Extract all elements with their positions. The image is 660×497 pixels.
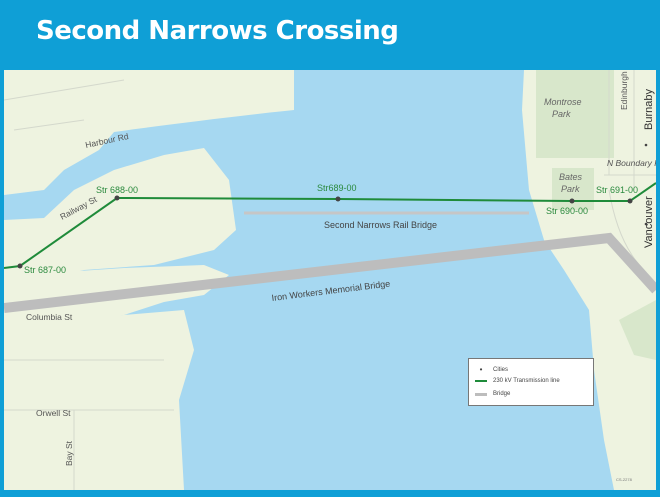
structure-label: Str 690-00 — [546, 206, 588, 216]
legend-cities: Cities — [493, 366, 509, 373]
structure-label: Str 691-00 — [596, 185, 638, 195]
header: Second Narrows Crossing — [0, 0, 660, 70]
road-label: Bay St — [64, 440, 74, 466]
legend-line: 230 kV Transmission line — [493, 378, 560, 384]
park-label: Bates — [559, 172, 583, 182]
bridge-label: Second Narrows Rail Bridge — [324, 220, 437, 230]
legend: • Cities 230 kV Transmission line Bridge — [468, 358, 594, 406]
bridge-label: Iron Workers Memorial Bridge — [271, 279, 391, 303]
road-label: Columbia St — [26, 312, 73, 322]
city-dot-icon: • — [479, 365, 483, 374]
road-label: Orwell St — [36, 408, 71, 418]
park-label: Park — [561, 184, 580, 194]
city-label: Burnaby — [643, 89, 655, 130]
road-label: N Boundary Rd — [607, 158, 656, 168]
iron-workers-bridge — [4, 232, 656, 313]
bridge-swatch-icon — [475, 392, 487, 396]
page-title: Second Narrows Crossing — [36, 16, 399, 46]
structure-label: Str 688-00 — [96, 185, 138, 195]
park-label: Park — [552, 109, 571, 119]
montrose-park-area — [536, 70, 614, 158]
legend-bridge: Bridge — [493, 391, 511, 397]
city-label: Vancouver — [643, 196, 655, 248]
structure-label: Str689-00 — [317, 183, 357, 193]
structure-point — [17, 263, 23, 269]
map-code: CS-2278 — [616, 477, 632, 482]
structure-label: Str 687-00 — [24, 265, 66, 275]
park-label: Montrose — [544, 97, 582, 107]
line-swatch-icon — [475, 380, 487, 382]
road-label: Edinburgh St — [619, 70, 629, 110]
map[interactable]: Harbour Rd Railway St Columbia St Orwell… — [4, 70, 656, 490]
